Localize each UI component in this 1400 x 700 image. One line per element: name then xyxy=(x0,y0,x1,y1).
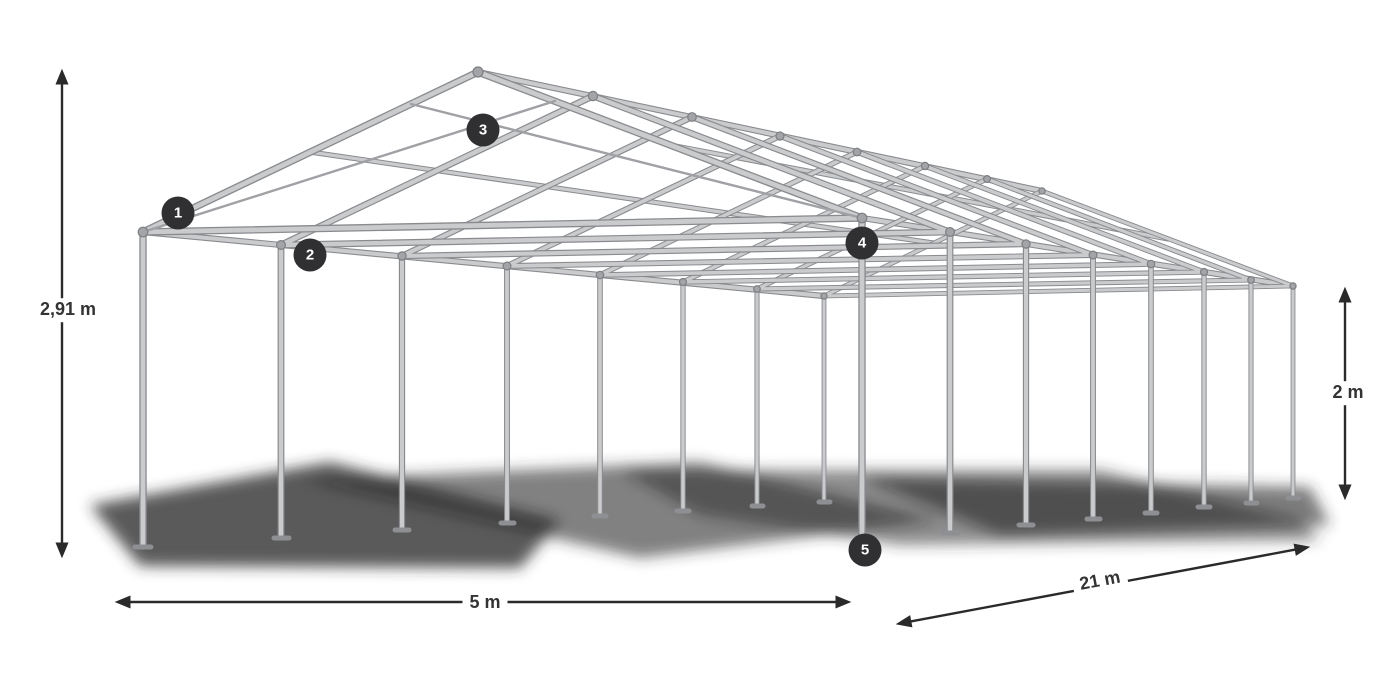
dimension-label-width: 5 m xyxy=(462,591,508,615)
callout-5-post-base[interactable]: 5 xyxy=(848,533,882,567)
callout-4-corner-connector[interactable]: 4 xyxy=(845,226,879,260)
gable-cross-brace xyxy=(141,99,864,234)
callout-1-roof-pole[interactable]: 1 xyxy=(161,196,195,230)
joint-connectors xyxy=(137,66,1297,300)
dimension-arrows xyxy=(55,68,1352,628)
callout-3-gable-brace[interactable]: 3 xyxy=(466,113,500,147)
dimension-label-total-height: 2,91 m xyxy=(32,298,104,322)
callout-2-eave-beam[interactable]: 2 xyxy=(293,238,327,272)
dimension-label-side-height: 2 m xyxy=(1325,381,1371,405)
